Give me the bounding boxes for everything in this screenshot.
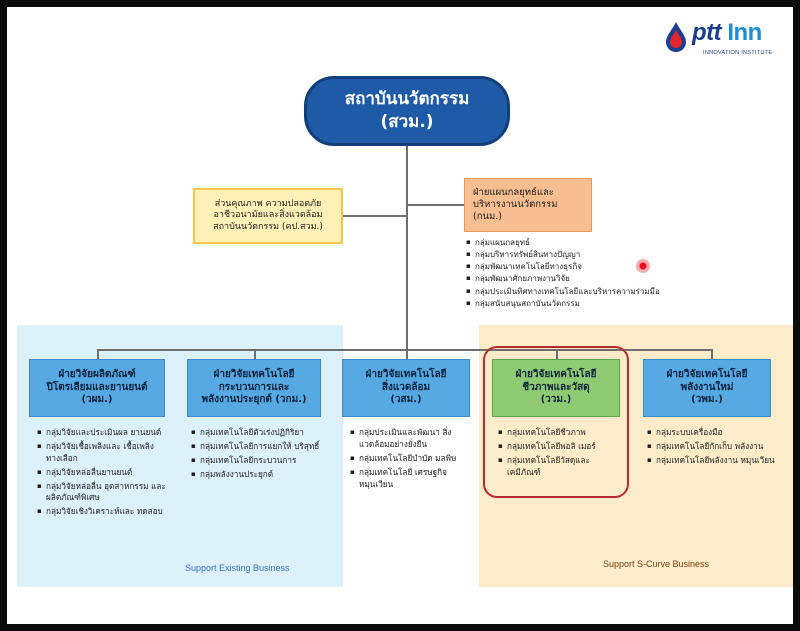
list-item: กลุ่มวิจัยเชื้อเพลิงและ เชื้อเพลิงทางเลื…	[37, 441, 167, 465]
list-item: กลุ่มวิจัยและประเมินผล ยานยนต์	[37, 427, 167, 439]
strategy-line-3: (กนม.)	[473, 210, 502, 222]
logo-suffix: Inn	[727, 19, 762, 46]
division-line: (ววม.)	[540, 394, 572, 406]
quality-connector	[343, 215, 407, 217]
logo-subtitle: INNOVATION INSTITUTE	[703, 50, 773, 56]
quality-safety-box: ส่วนคุณภาพ ความปลอดภัย อาชีวอนามัยและสิ่…	[193, 188, 343, 244]
list-item: กลุ่มวิจัยหล่อลื่นยานยนต์	[37, 467, 167, 479]
list-item: กลุ่มประเมินทิศทางเทคโนโลยีและบริหารความ…	[466, 286, 660, 298]
drop-line-4	[556, 349, 558, 359]
division-bus-line	[97, 349, 713, 351]
innovation-institute-box: สถาบันนวัตกรรม (สวม.)	[304, 76, 510, 146]
division-group-list-petroleum: กลุ่มวิจัยและประเมินผล ยานยนต์ กลุ่มวิจั…	[37, 427, 167, 520]
list-item: กลุ่มเทคโนโลยีบำบัด มลพิษ	[350, 453, 478, 465]
list-item: กลุ่มสนับสนุนสถาบันนวัตกรรม	[466, 298, 660, 310]
quality-line-3: สถาบันนวัตกรรม (คป.สวม.)	[213, 221, 323, 232]
institute-abbr: (สวม.)	[380, 112, 434, 132]
division-line: ฝ่ายวิจัยเทคโนโลยี	[515, 369, 597, 381]
strategy-line-1: ฝ่ายแผนกลยุทธ์และ	[473, 187, 554, 199]
scurve-business-caption: Support S-Curve Business	[603, 559, 710, 569]
list-item: กลุ่มเทคโนโลยีพอลิ เมอร์	[498, 441, 622, 453]
division-line: ปิโตรเลียมและยานยนต์	[46, 381, 148, 393]
division-line: ฝ่ายวิจัยผลิตภัณฑ์	[58, 369, 136, 381]
division-box-petroleum: ฝ่ายวิจัยผลิตภัณฑ์ ปิโตรเลียมและยานยนต์ …	[29, 359, 165, 417]
division-box-biotech-materials: ฝ่ายวิจัยเทคโนโลยี ชีวภาพและวัสดุ (ววม.)	[492, 359, 620, 417]
list-item: กลุ่มวิจัยหล่อลื่น อุตสาหกรรม และ ผลิตภั…	[37, 481, 167, 505]
strategy-division-box: ฝ่ายแผนกลยุทธ์และ บริหารงานนวัตกรรม (กนม…	[464, 178, 592, 232]
highlight-outline	[483, 346, 629, 498]
list-item: กลุ่มเทคโนโลยีชีวภาพ	[498, 427, 622, 439]
list-item: กลุ่มวิจัยเชิงวิเคราะห์และ ทดสอบ	[37, 506, 167, 518]
division-line: (วพม.)	[691, 394, 723, 406]
list-item: กลุ่มเทคโนโลยี เศรษฐกิจหมุนเวียน	[350, 467, 478, 491]
list-item: กลุ่มเทคโนโลยีกักเก็บ พลังงาน	[647, 441, 787, 453]
ptt-logo: ptt Inn INNOVATION INSTITUTE	[665, 19, 793, 69]
quality-line-2: อาชีวอนามัยและสิ่งแวดล้อม	[213, 210, 323, 221]
list-item: กลุ่มเทคโนโลยีการแยกให้ บริสุทธิ์	[191, 441, 337, 453]
list-item: กลุ่มเทคโนโลยีกระบวนการ	[191, 455, 337, 467]
existing-business-caption: Support Existing Business	[185, 563, 290, 573]
division-line: พลังงานประยุกต์ (วกม.)	[201, 394, 307, 406]
list-item: กลุ่มพัฒนาเทคโนโลยีทางธุรกิจ	[466, 261, 660, 273]
org-chart-slide: Support Existing Business Support S-Curv…	[7, 7, 793, 624]
list-item: กลุ่มเทคโนโลยีวัสดุและ เคมีภัณฑ์	[498, 455, 622, 479]
pointer-dot	[636, 259, 650, 273]
list-item: กลุ่มระบบเครื่องมือ	[647, 427, 787, 439]
division-line: ฝ่ายวิจัยเทคโนโลยี	[666, 369, 748, 381]
division-line: ชีวภาพและวัสดุ	[522, 381, 590, 393]
list-item: กลุ่มเทคโนโลยีตัวเร่งปฏิกิริยา	[191, 427, 337, 439]
ptt-drop-icon	[666, 22, 686, 52]
trunk-line	[406, 146, 408, 351]
list-item: กลุ่มพัฒนาศักยภาพงานวิจัย	[466, 273, 660, 285]
list-item: กลุ่มเทคโนโลยีพลังงาน หมุนเวียน	[647, 455, 787, 467]
division-line: กระบวนการและ	[218, 381, 290, 393]
division-group-list-process: กลุ่มเทคโนโลยีตัวเร่งปฏิกิริยา กลุ่มเทคโ…	[191, 427, 337, 483]
list-item: กลุ่มพลังงานประยุกต์	[191, 469, 337, 481]
division-line: พลังงานใหม่	[680, 381, 734, 393]
list-item: กลุ่มแผนกลยุทธ์	[466, 237, 660, 249]
list-item: กลุ่มบริหารทรัพย์สินทางปัญญา	[466, 249, 660, 261]
quality-line-1: ส่วนคุณภาพ ความปลอดภัย	[214, 199, 322, 210]
strategy-connector	[407, 204, 464, 206]
drop-line-1	[97, 349, 99, 359]
drop-line-3	[406, 349, 408, 359]
division-box-new-energy: ฝ่ายวิจัยเทคโนโลยี พลังงานใหม่ (วพม.)	[643, 359, 771, 417]
division-box-process: ฝ่ายวิจัยเทคโนโลยี กระบวนการและ พลังงานป…	[187, 359, 321, 417]
division-line: สิ่งแวดล้อม	[381, 381, 431, 393]
institute-name: สถาบันนวัตกรรม	[344, 89, 470, 110]
logo-brand: ptt	[692, 19, 722, 46]
division-group-list-new-energy: กลุ่มระบบเครื่องมือ กลุ่มเทคโนโลยีกักเก็…	[647, 427, 787, 469]
division-group-list-environment: กลุ่มประเมินและพัฒนา สิ่งแวดล้อมอย่างยั่…	[350, 427, 478, 492]
logo-wordmark: ptt Inn	[692, 19, 762, 47]
division-group-list-biotech-materials: กลุ่มเทคโนโลยีชีวภาพ กลุ่มเทคโนโลยีพอลิ …	[498, 427, 622, 481]
division-line: ฝ่ายวิจัยเทคโนโลยี	[213, 369, 295, 381]
division-line: (วสม.)	[390, 394, 422, 406]
division-line: ฝ่ายวิจัยเทคโนโลยี	[365, 369, 447, 381]
drop-line-2	[254, 349, 256, 359]
strategy-group-list: กลุ่มแผนกลยุทธ์ กลุ่มบริหารทรัพย์สินทางป…	[466, 237, 660, 310]
division-box-environment: ฝ่ายวิจัยเทคโนโลยี สิ่งแวดล้อม (วสม.)	[342, 359, 470, 417]
list-item: กลุ่มประเมินและพัฒนา สิ่งแวดล้อมอย่างยั่…	[350, 427, 478, 451]
drop-line-5	[711, 349, 713, 359]
division-line: (วผม.)	[81, 394, 113, 406]
strategy-line-2: บริหารงานนวัตกรรม	[473, 199, 558, 211]
